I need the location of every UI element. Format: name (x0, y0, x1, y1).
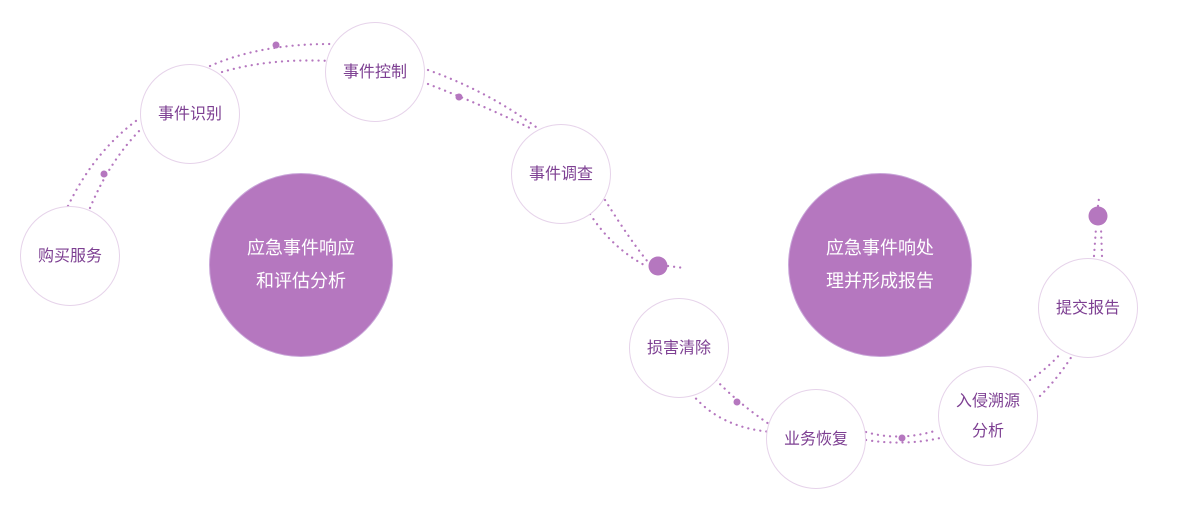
step-cleanup[interactable]: 损害清除 (629, 298, 729, 398)
connector-identify-to-control-inner (220, 59, 332, 74)
connector-node-dot (733, 398, 741, 406)
step-cleanup-label: 损害清除 (646, 338, 711, 357)
connector-cleanup-to-recover-outer (714, 378, 777, 430)
connector-end-dot (1088, 206, 1108, 226)
hub-response-and-assessment: 应急事件响应 和评估分析 (209, 173, 393, 357)
step-identify-label: 事件识别 (157, 104, 222, 123)
connector-control-to-investigate-inner (426, 82, 532, 130)
connector-report-to-end-right (1099, 226, 1104, 258)
connector-trace-to-report-outer (1028, 350, 1064, 382)
connector-node-dot (455, 93, 463, 101)
step-identify[interactable]: 事件识别 (140, 64, 240, 164)
step-investigate[interactable]: 事件调查 (511, 124, 611, 224)
connector-cleanup-to-recover-inner (690, 392, 774, 434)
connector-midpoint-tail (666, 264, 686, 270)
step-control-label: 事件控制 (342, 62, 407, 81)
step-report-label: 提交报告 (1055, 298, 1120, 317)
step-recover-label: 业务恢复 (783, 429, 848, 448)
connector-end-tail (1096, 196, 1101, 208)
step-buy-service-label: 购买服务 (37, 246, 102, 265)
connector-report-to-end-left (1092, 226, 1098, 258)
connector-node-dot (898, 434, 906, 442)
connector-node-dot (272, 41, 280, 49)
hub-handling-and-reporting: 应急事件响处 理并形成报告 (788, 173, 972, 357)
step-buy-service[interactable]: 购买服务 (20, 206, 120, 306)
connector-identify-to-control-outer (208, 42, 332, 68)
connector-buy-to-identify-outer (66, 116, 142, 208)
connector-buy-to-identify-inner (88, 126, 144, 210)
hub-handling-and-reporting-label: 应急事件响处 理并形成报告 (826, 238, 934, 292)
connector-trace-to-report-inner (1038, 354, 1074, 398)
step-control[interactable]: 事件控制 (325, 22, 425, 122)
connector-recover-to-trace-inner (864, 436, 942, 444)
connector-node-dot (100, 170, 108, 178)
hub-response-and-assessment-label: 应急事件响应 和评估分析 (247, 238, 355, 292)
step-recover[interactable]: 业务恢复 (766, 389, 866, 489)
connector-investigate-to-midpoint-inner (588, 212, 648, 268)
step-report[interactable]: 提交报告 (1038, 258, 1138, 358)
connector-control-to-investigate-outer (426, 68, 542, 132)
connector-investigate-to-midpoint-outer (603, 198, 650, 264)
connector-midpoint-dot (648, 256, 668, 276)
step-trace[interactable]: 入侵溯源 分析 (938, 366, 1038, 466)
connector-recover-to-trace-outer (864, 428, 940, 438)
step-trace-label: 入侵溯源 分析 (955, 391, 1020, 440)
step-investigate-label: 事件调查 (528, 164, 593, 183)
